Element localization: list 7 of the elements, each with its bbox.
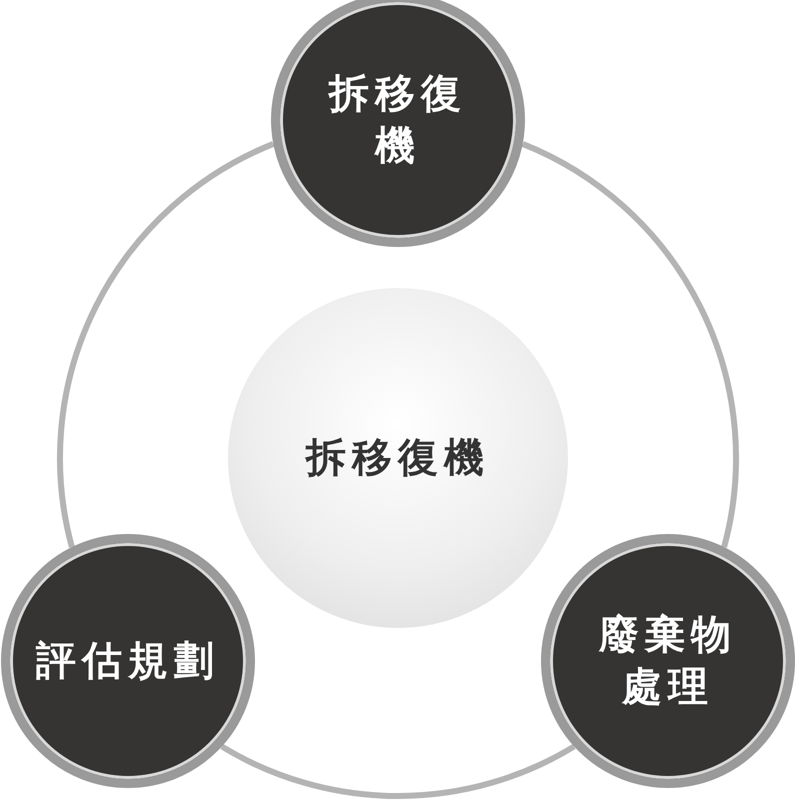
ring-arc [521, 141, 739, 548]
circle-label: 廢棄物處理 [598, 611, 738, 712]
circle-label: 拆移復機 [306, 434, 490, 483]
circle-label: 拆移復機 [327, 70, 468, 171]
ring-arc [220, 744, 576, 798]
ring-arc [57, 141, 275, 548]
circle-label: 評估規劃 [36, 637, 220, 686]
